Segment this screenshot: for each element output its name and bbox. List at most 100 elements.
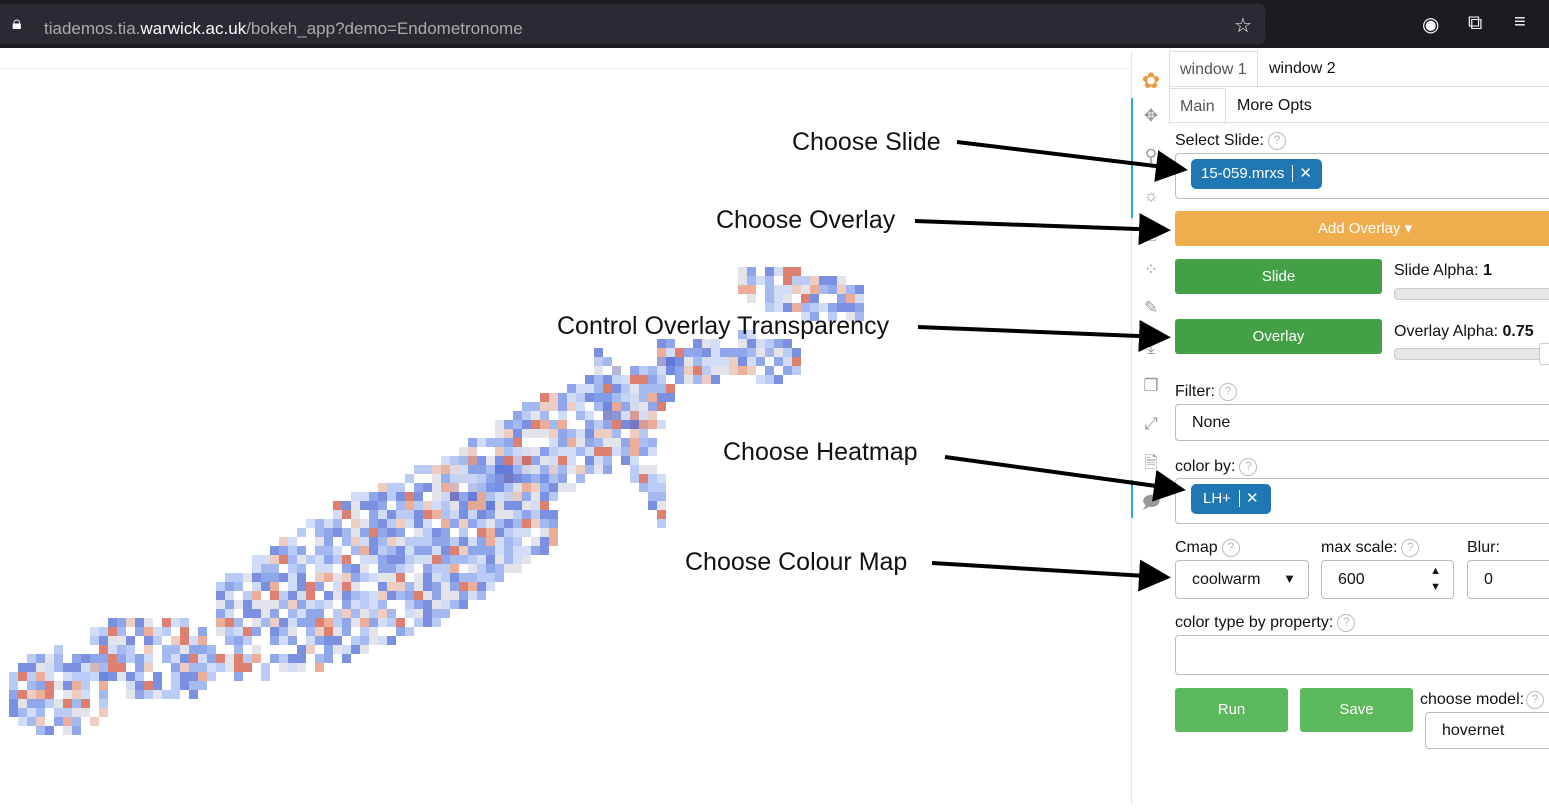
help-icon[interactable]: ? <box>1337 614 1356 632</box>
filter-input[interactable]: None <box>1175 404 1549 441</box>
spinner-arrows-icon[interactable]: ▲▼ <box>1430 565 1441 593</box>
max-scale-spinner[interactable]: 600▲▼ <box>1321 560 1454 599</box>
heatmap-cell <box>333 636 342 645</box>
heatmap-cell <box>540 456 549 465</box>
heatmap-cell <box>414 618 423 627</box>
heatmap-cell <box>531 420 540 429</box>
save-icon[interactable]: ⤓ <box>1147 338 1155 357</box>
pan-icon[interactable]: ✥ <box>1143 106 1159 125</box>
slide-viewer-canvas[interactable] <box>0 68 1131 806</box>
color-by-input[interactable]: LH+✕ <box>1175 478 1549 524</box>
heatmap-cell <box>459 519 468 528</box>
heatmap-cell <box>306 645 315 654</box>
heatmap-cell <box>801 294 810 303</box>
tap-icon[interactable]: ☼ <box>1143 186 1159 205</box>
heatmap-cell <box>189 690 198 699</box>
run-button[interactable]: Run <box>1175 688 1288 732</box>
heatmap-cell <box>639 447 648 456</box>
star-icon[interactable]: ☆ <box>1234 15 1252 37</box>
slide-toggle-button[interactable]: Slide <box>1175 259 1382 294</box>
heatmap-cell <box>396 627 405 636</box>
heatmap-cell <box>630 384 639 393</box>
heatmap-cell <box>792 366 801 375</box>
heatmap-cell <box>225 636 234 645</box>
add-overlay-button[interactable]: Add Overlay ▾ <box>1175 211 1549 246</box>
heatmap-cell <box>63 708 72 717</box>
heatmap-cell <box>450 591 459 600</box>
point-draw-icon[interactable]: ⁘ <box>1143 260 1159 279</box>
heatmap-cell <box>630 393 639 402</box>
hover-icon[interactable]: 🗩︎ <box>1141 493 1161 512</box>
heatmap-cell <box>306 519 315 528</box>
help-icon[interactable]: ? <box>1267 132 1286 150</box>
heatmap-cell <box>486 519 495 528</box>
heatmap-cell <box>468 456 477 465</box>
heatmap-cell <box>486 474 495 483</box>
heatmap-cell <box>747 330 756 339</box>
tab-main[interactable]: Main <box>1169 88 1226 124</box>
save-button[interactable]: Save <box>1300 688 1413 732</box>
heatmap-cell <box>252 618 261 627</box>
heatmap-cell <box>270 618 279 627</box>
select-slide-input[interactable]: 15-059.mrxs✕ <box>1175 153 1549 199</box>
zoom-icon[interactable]: ⚲ <box>1144 146 1158 165</box>
heatmap-cell <box>423 483 432 492</box>
heatmap-cell <box>333 627 342 636</box>
overlay-alpha-slider[interactable] <box>1394 343 1549 365</box>
color-type-input[interactable] <box>1175 635 1549 675</box>
heatmap-cell <box>432 582 441 591</box>
extensions-icon[interactable]: ⧉ <box>1468 12 1483 34</box>
help-icon[interactable]: ? <box>1401 539 1420 557</box>
heatmap-cell <box>135 672 144 681</box>
heatmap-cell <box>270 591 279 600</box>
cmap-select[interactable]: coolwarm▼ <box>1175 560 1309 599</box>
heatmap-cell <box>774 294 783 303</box>
heatmap-cell <box>522 492 531 501</box>
account-icon[interactable]: ◉ <box>1422 14 1440 36</box>
menu-icon[interactable]: ≡ <box>1514 11 1526 33</box>
box-select-icon[interactable]: □ <box>1145 226 1157 245</box>
heatmap-cell <box>216 618 225 627</box>
heatmap-cell <box>504 420 513 429</box>
heatmap-cell <box>396 573 405 582</box>
help-icon[interactable]: ? <box>1239 458 1258 476</box>
heatmap-cell <box>576 465 585 474</box>
copy-icon[interactable]: ❐ <box>1143 376 1159 395</box>
overlay-toggle-button[interactable]: Overlay <box>1175 319 1382 354</box>
blur-input[interactable]: 0 <box>1467 560 1549 599</box>
lock-icon[interactable]: 🔒︎ <box>12 13 22 33</box>
remove-chip-icon[interactable]: ✕ <box>1238 490 1259 507</box>
heatmap-cell <box>360 645 369 654</box>
heatmap-cell <box>603 429 612 438</box>
choose-model-input[interactable]: hovernet <box>1425 712 1549 749</box>
heatmap-cell <box>486 528 495 537</box>
freehand-draw-icon[interactable]: ✎ <box>1143 298 1159 317</box>
heatmap-cell <box>765 303 774 312</box>
slider-handle[interactable] <box>1539 343 1549 365</box>
heatmap-cell <box>261 582 270 591</box>
tab-more-opts[interactable]: More Opts <box>1237 97 1312 114</box>
tab-window-2[interactable]: window 2 <box>1269 60 1336 77</box>
heatmap-cell <box>531 429 540 438</box>
heatmap-cell <box>783 285 792 294</box>
heatmap-cell <box>63 690 72 699</box>
remove-chip-icon[interactable]: ✕ <box>1292 165 1312 182</box>
help-icon[interactable]: ? <box>1219 383 1237 401</box>
heatmap-cell <box>657 339 666 348</box>
heatmap-cell <box>36 717 45 726</box>
url-text[interactable]: tiademos.tia.warwick.ac.uk/bokeh_app?dem… <box>44 19 523 39</box>
heatmap-cell <box>495 474 504 483</box>
help-icon[interactable]: ? <box>1221 539 1240 557</box>
heatmap-cell <box>351 600 360 609</box>
slide-alpha-slider[interactable] <box>1394 288 1549 300</box>
heatmap-cell <box>324 636 333 645</box>
heatmap-cell <box>45 672 54 681</box>
heatmap-cell <box>612 420 621 429</box>
heatmap-cell <box>315 582 324 591</box>
tab-window-1[interactable]: window 1 <box>1169 51 1258 87</box>
reset-icon[interactable]: ⤢ <box>1144 414 1158 433</box>
help-icon[interactable]: 🗎︎ <box>1144 453 1158 472</box>
help-icon[interactable]: ? <box>1526 691 1545 709</box>
address-bar[interactable]: 🔒︎ tiademos.tia.warwick.ac.uk/bokeh_app?… <box>0 4 1265 44</box>
heatmap-cell <box>648 393 657 402</box>
